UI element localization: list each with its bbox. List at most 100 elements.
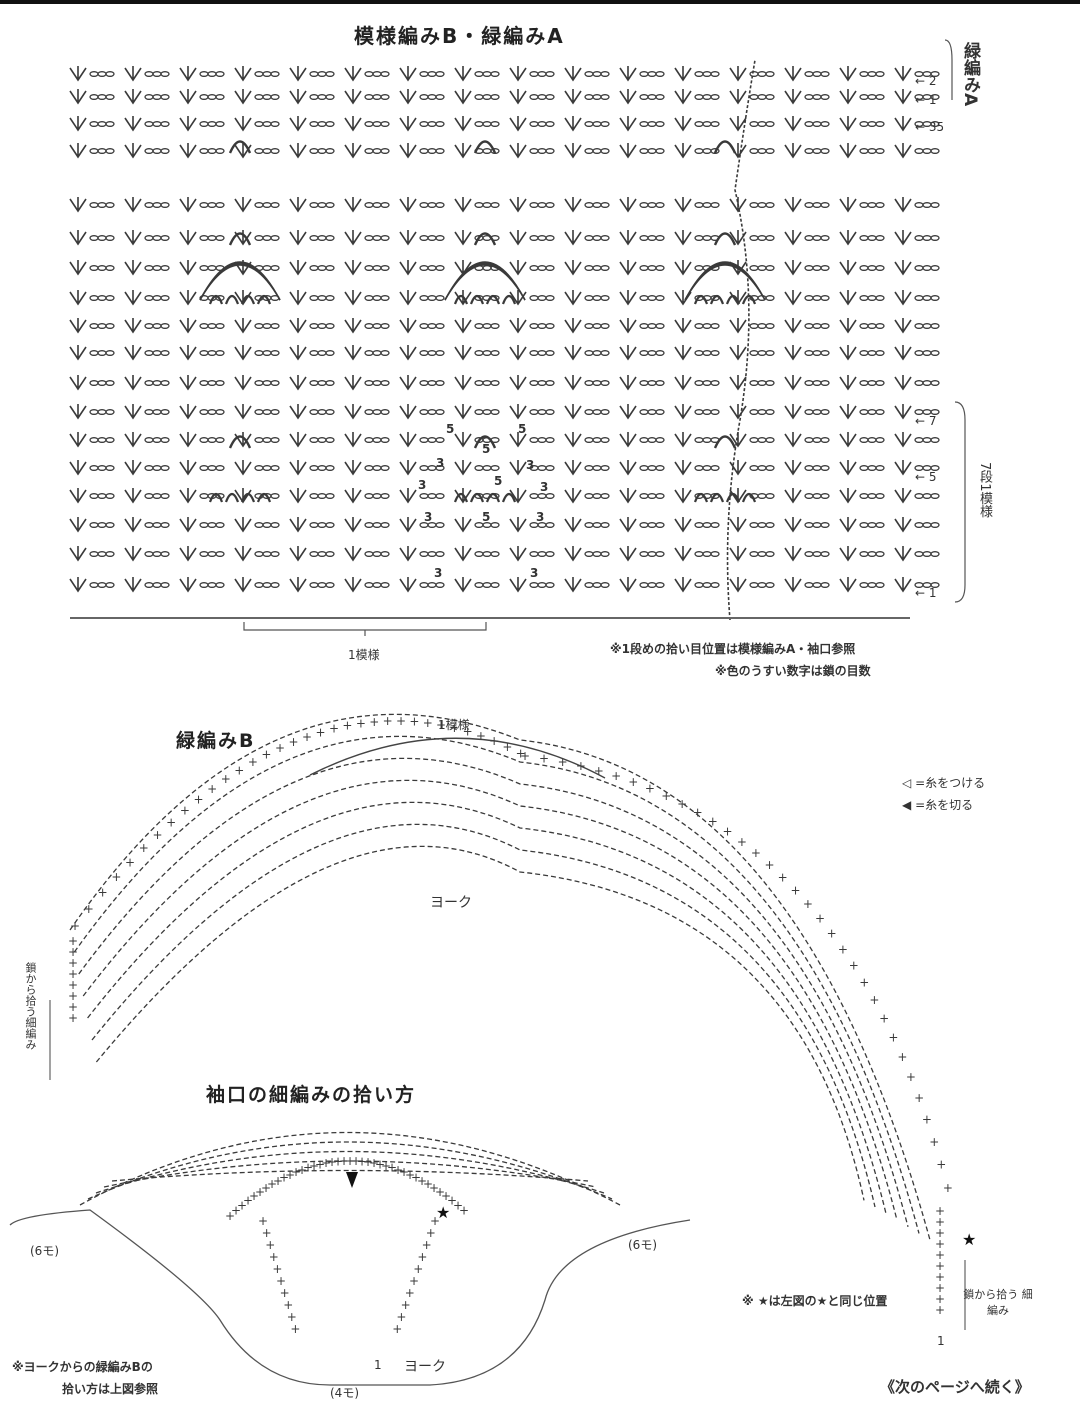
start-one-label: 1 xyxy=(374,1358,382,1372)
chain-stitch xyxy=(859,94,869,100)
chain-stitch xyxy=(749,409,759,415)
chain-stitch xyxy=(199,437,209,443)
fan-stitch xyxy=(674,546,692,562)
chain-stitch xyxy=(930,323,940,329)
fan-stitch xyxy=(69,89,87,105)
chain-stitch xyxy=(89,465,99,471)
chain-stitch xyxy=(380,409,390,415)
single-crochet-mark: + xyxy=(248,755,258,769)
chain-stitch xyxy=(537,493,547,499)
chain-stitch xyxy=(867,235,877,241)
chain-stitch xyxy=(859,582,869,588)
chain-stitch xyxy=(435,94,445,100)
chain-stitch xyxy=(262,71,272,77)
chain-stitch xyxy=(859,522,869,528)
single-crochet-mark: + xyxy=(935,1259,945,1273)
chain-stitch xyxy=(875,121,885,127)
chain-stitch xyxy=(592,437,602,443)
chain-stitch xyxy=(859,323,869,329)
fan-stitch xyxy=(234,546,252,562)
chain-stitch xyxy=(152,202,162,208)
fan-stitch xyxy=(289,116,307,132)
chain-stitch xyxy=(765,323,775,329)
fan-stitch xyxy=(124,116,142,132)
chain-stitch xyxy=(804,582,814,588)
chain-stitch xyxy=(207,323,217,329)
chain-count: 3 xyxy=(536,510,545,524)
chain-stitch xyxy=(930,551,940,557)
chain-stitch xyxy=(710,71,720,77)
chain-stitch xyxy=(820,235,830,241)
chain-stitch xyxy=(545,148,555,154)
chain-stitch xyxy=(749,323,759,329)
fan-stitch xyxy=(509,197,527,213)
fan-stitch xyxy=(674,432,692,448)
cuff-round xyxy=(111,1169,589,1182)
puff-stitch xyxy=(240,492,256,503)
fan-stitch xyxy=(179,517,197,533)
chain-stitch xyxy=(765,148,775,154)
chain-stitch xyxy=(372,465,382,471)
chain-stitch xyxy=(545,493,555,499)
single-crochet-mark: + xyxy=(929,1135,939,1149)
fan-stitch xyxy=(839,143,857,159)
chain-stitch xyxy=(875,148,885,154)
chain-stitch xyxy=(702,323,712,329)
chain-stitch xyxy=(380,148,390,154)
chain-stitch xyxy=(584,295,594,301)
single-crochet-mark: + xyxy=(897,1050,907,1064)
chain-stitch xyxy=(419,551,429,557)
repeat-bracket xyxy=(954,401,966,603)
chain-stitch xyxy=(262,350,272,356)
puff-stitch xyxy=(240,294,256,305)
single-crochet-mark: + xyxy=(422,1238,432,1252)
chain-stitch xyxy=(529,148,539,154)
chain-stitch xyxy=(537,121,547,127)
single-crochet-mark: + xyxy=(935,1237,945,1251)
single-crochet-mark: + xyxy=(935,1248,945,1262)
chain-stitch xyxy=(655,202,665,208)
chain-stitch xyxy=(427,551,437,557)
single-crochet-mark: + xyxy=(225,1209,235,1223)
chain-stitch xyxy=(639,94,649,100)
chain-stitch xyxy=(144,71,154,77)
chain-stitch xyxy=(325,295,335,301)
pineapple-outline xyxy=(684,261,766,301)
fan-stitch xyxy=(399,116,417,132)
chain-stitch xyxy=(482,409,492,415)
puff-stitch xyxy=(256,294,272,305)
chain-stitch xyxy=(820,121,830,127)
chain-stitch xyxy=(545,121,555,127)
puff-stitch xyxy=(693,492,709,503)
chain-count: 5 xyxy=(446,422,455,436)
chain-stitch xyxy=(914,465,924,471)
chain-stitch xyxy=(160,71,170,77)
cuff-round xyxy=(87,1141,613,1200)
top-arch xyxy=(713,435,737,449)
chain-stitch xyxy=(317,409,327,415)
chain-stitch xyxy=(160,323,170,329)
chain-stitch xyxy=(804,522,814,528)
chain-stitch xyxy=(600,465,610,471)
fan-stitch xyxy=(564,432,582,448)
fan-stitch xyxy=(784,260,802,276)
chain-stitch xyxy=(875,202,885,208)
puff-stitch xyxy=(208,492,224,503)
fan-stitch xyxy=(839,230,857,246)
chain-stitch xyxy=(694,202,704,208)
single-crochet-mark: + xyxy=(935,1270,945,1284)
chain-stitch xyxy=(600,295,610,301)
chain-stitch xyxy=(199,323,209,329)
puff-stitch xyxy=(709,294,725,305)
chart-a-title: 模様編みB・緑編みA xyxy=(354,24,565,48)
fan-stitch xyxy=(784,546,802,562)
chain-stitch xyxy=(160,350,170,356)
chain-stitch xyxy=(930,522,940,528)
chain-stitch xyxy=(812,235,822,241)
chain-stitch xyxy=(584,380,594,386)
fan-stitch xyxy=(894,290,912,306)
chain-stitch xyxy=(757,582,767,588)
chain-stitch xyxy=(380,71,390,77)
fan-stitch xyxy=(179,345,197,361)
chain-stitch xyxy=(914,94,924,100)
